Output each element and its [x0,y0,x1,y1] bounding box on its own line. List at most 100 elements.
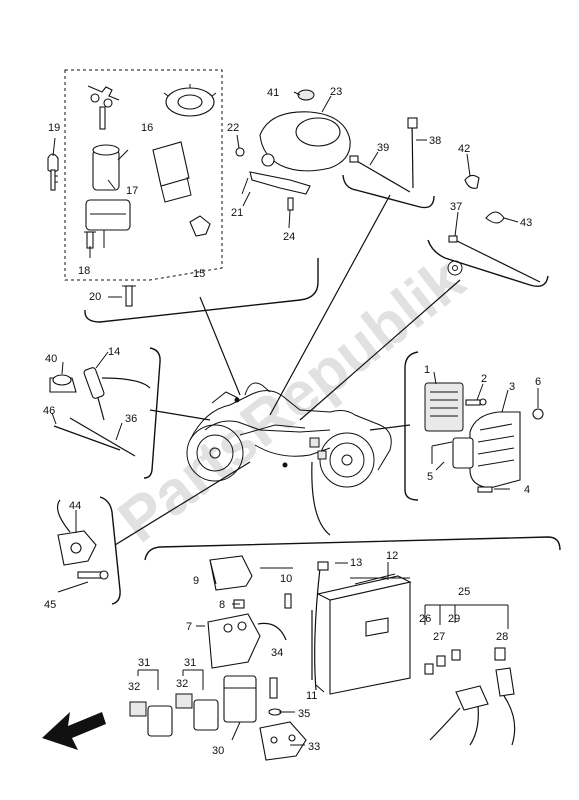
label-37: 37 [450,201,462,213]
label-12: 12 [386,550,398,562]
label-43: 43 [520,217,532,229]
relay-32a [129,701,173,737]
label-19: 19 [48,122,60,134]
label-21: 21 [231,207,243,219]
fuse-27 [436,655,446,667]
label-9: 9 [193,575,199,587]
label-40: 40 [45,353,57,365]
label-2: 2 [481,373,487,385]
screw-22 [235,147,245,157]
sensor-14 [83,367,151,421]
label-14: 14 [108,346,120,358]
label-46: 46 [43,405,55,417]
label-17: 17 [126,185,138,197]
label-24: 24 [283,231,295,243]
label-44: 44 [69,500,81,512]
label-27: 27 [433,631,445,643]
bolt-45 [77,570,109,580]
label-38: 38 [429,135,441,147]
fuel-cap-lock [163,84,217,117]
sensor-38 [407,117,418,189]
label-16: 16 [141,122,153,134]
holder-40 [49,374,77,393]
label-6: 6 [535,376,541,388]
nut-6 [532,408,544,420]
bolt-34 [269,677,278,699]
bolt-2 [465,398,487,406]
watermark: PartsRepublik [106,245,477,556]
label-15: 15 [193,268,205,280]
battery-12 [316,573,412,695]
lead-13 [314,561,329,691]
label-36: 36 [125,413,137,425]
fuse-box-25 [429,667,516,746]
cover-3 [469,411,521,489]
label-18: 18 [78,265,90,277]
gear-icon [447,260,463,276]
label-5: 5 [427,471,433,483]
ecu-16 [152,141,192,203]
label-35: 35 [298,708,310,720]
label-30: 30 [212,745,224,757]
band-46 [53,425,121,451]
switch-part [189,215,211,237]
horn-44 [57,499,97,566]
label-13: 13 [350,557,362,569]
meter-cover-23 [259,89,351,172]
label-39: 39 [377,142,389,154]
label-23: 23 [330,86,342,98]
bracket-21 [241,153,311,195]
fuse-26 [424,663,434,675]
part-labels: 1 2 3 4 5 6 7 8 9 10 11 12 13 14 15 16 1… [43,86,541,757]
clip-43 [485,211,505,224]
label-7: 7 [186,621,192,633]
label-11: 11 [306,690,317,702]
label-31-right: 31 [184,657,196,669]
clamp-42 [464,174,480,189]
bolt-18 [84,231,96,249]
group-leader-lines [114,194,461,546]
label-28: 28 [496,631,508,643]
front-arrow-icon [42,712,106,750]
label-45: 45 [44,599,56,611]
fuse-29 [451,649,461,661]
bolt-20 [122,285,136,307]
sensor-30 [223,675,257,723]
relay-32b [175,693,219,731]
label-4: 4 [524,484,530,496]
motorcycle-outline [186,382,392,488]
callout-brackets [137,604,509,690]
label-42: 42 [458,143,470,155]
band-36 [69,417,136,457]
main-switch-17 [85,144,131,248]
label-29: 29 [448,613,460,625]
band-39 [349,155,411,193]
bolt-10 [284,593,292,609]
label-41: 41 [267,87,279,99]
label-32-right: 32 [176,678,188,690]
band-37 [448,235,541,283]
label-10: 10 [280,573,292,585]
label-1: 1 [424,364,430,376]
label-31-left: 31 [138,657,150,669]
relay-9 [209,555,253,591]
bolt-4 [477,486,493,493]
label-8: 8 [219,599,225,611]
label-leaders [51,91,539,746]
fuse-28 [494,647,506,661]
screw-24 [287,197,294,211]
label-3: 3 [509,381,515,393]
keys-set [87,85,120,130]
key-19 [47,153,59,191]
label-25: 25 [458,586,470,598]
label-33: 33 [308,741,320,753]
label-34: 34 [271,647,283,659]
bracket-33 [259,721,307,761]
starter-relay-7 [207,613,287,669]
label-20: 20 [89,291,101,303]
label-22: 22 [227,122,239,134]
regulator-1 [424,382,464,432]
label-26: 26 [419,613,431,625]
bracket-5 [431,437,474,469]
